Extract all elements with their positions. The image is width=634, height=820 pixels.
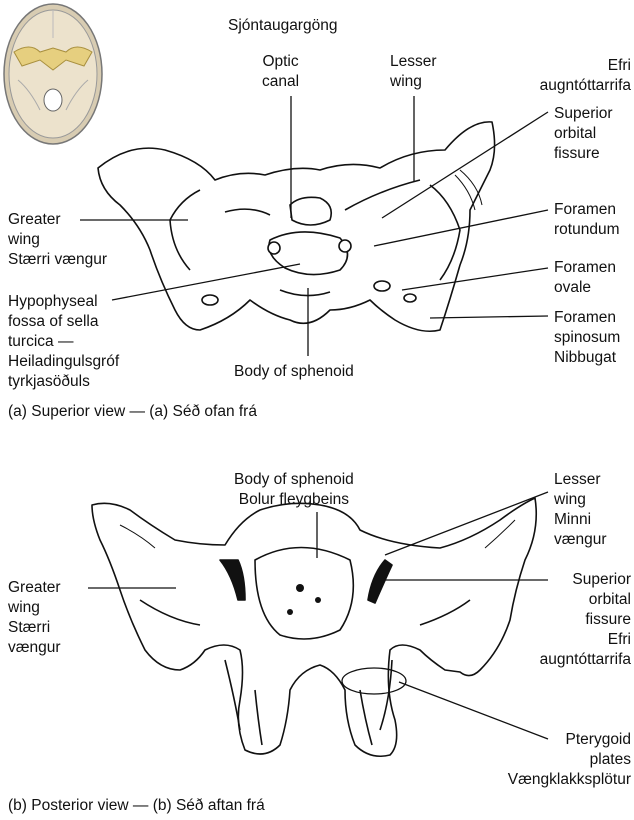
label-superior-orbital-fissure-is-top: Efri augntóttarrifa	[513, 56, 631, 96]
label-line: tyrkjasöðuls	[8, 373, 90, 390]
label-line: turcica —	[8, 333, 74, 350]
label-optic-canal-is: Sjóntaugargöng	[228, 17, 338, 34]
label-hypophyseal-fossa: Hypophyseal fossa of sella turcica — Hei…	[8, 292, 119, 392]
label-body-of-sphenoid-top: Body of sphenoid	[234, 363, 354, 380]
label-line: canal	[262, 73, 300, 90]
sphenoid-posterior-view	[91, 497, 538, 758]
label-line: Stærri	[8, 619, 51, 636]
label-line: augntóttarrifa	[539, 651, 631, 668]
label-foramen-spinosum: Foramen spinosum Nibbugat	[554, 308, 620, 368]
label-body-of-sphenoid-bottom: Body of sphenoid Bolur fleygbeins	[234, 470, 354, 510]
label-line: wing	[8, 599, 40, 616]
label-line: Greater	[8, 579, 61, 596]
label-line: Pterygoid	[565, 731, 631, 748]
label-line: rotundum	[554, 221, 620, 238]
caption-posterior-view: (b) Posterior view — (b) Séð aftan frá	[8, 797, 265, 814]
label-optic-canal: Optic canal	[262, 52, 299, 92]
label-line: ovale	[554, 279, 592, 296]
label-line: wing	[390, 73, 422, 90]
label-line: Efri	[607, 631, 631, 648]
label-line: vængur	[554, 531, 607, 548]
label-line: Lesser	[554, 471, 601, 488]
label-line: Body of sphenoid	[234, 471, 354, 488]
label-line: vængur	[8, 639, 61, 656]
label-line: augntóttarrifa	[539, 77, 631, 94]
label-line: Greater	[8, 211, 61, 228]
label-lesser-wing-bottom: Lesser wing Minni vængur	[554, 470, 607, 550]
label-lesser-wing-top: Lesser wing	[390, 52, 437, 92]
label-line: Hypophyseal	[8, 293, 98, 310]
label-line: Foramen	[554, 259, 617, 276]
leader-lines	[80, 96, 549, 740]
label-greater-wing-bottom: Greater wing Stærri vængur	[8, 578, 61, 658]
label-line: fossa of sella	[8, 313, 99, 330]
label-line: Heiladingulsgróf	[8, 353, 120, 370]
label-foramen-rotundum: Foramen rotundum	[554, 200, 619, 240]
label-line: Optic	[262, 53, 299, 70]
label-superior-orbital-fissure-top: Superior orbital fissure	[554, 104, 613, 164]
label-line: Superior	[572, 571, 631, 588]
label-line: spinosum	[554, 329, 621, 346]
label-foramen-ovale: Foramen ovale	[554, 258, 616, 298]
label-greater-wing-top: Greater wing Stærri vængur	[8, 210, 107, 270]
label-line: Nibbugat	[554, 349, 617, 366]
sphenoid-superior-view	[97, 121, 496, 333]
label-line: Minni	[554, 511, 592, 528]
label-line: Stærri vængur	[8, 251, 108, 268]
label-line: Lesser	[390, 53, 437, 70]
label-line: Foramen	[554, 309, 617, 326]
label-line: Bolur fleygbeins	[238, 491, 350, 508]
caption-superior-view: (a) Superior view — (a) Séð ofan frá	[8, 403, 257, 420]
label-line: Superior	[554, 105, 613, 122]
label-line: plates	[589, 751, 631, 768]
label-superior-orbital-fissure-bottom: Superior orbital fissure Efri augntóttar…	[513, 570, 631, 670]
label-line: fissure	[554, 145, 600, 162]
label-line: Efri	[607, 57, 631, 74]
label-line: wing	[8, 231, 40, 248]
label-line: Foramen	[554, 201, 617, 218]
label-line: Vængklakksplötur	[507, 771, 631, 788]
label-pterygoid-plates: Pterygoid plates Vængklakksplötur	[483, 730, 631, 790]
skull-thumbnail	[3, 3, 103, 145]
label-line: fissure	[585, 611, 631, 628]
label-line: orbital	[588, 591, 631, 608]
label-line: wing	[554, 491, 586, 508]
label-line: orbital	[554, 125, 597, 142]
